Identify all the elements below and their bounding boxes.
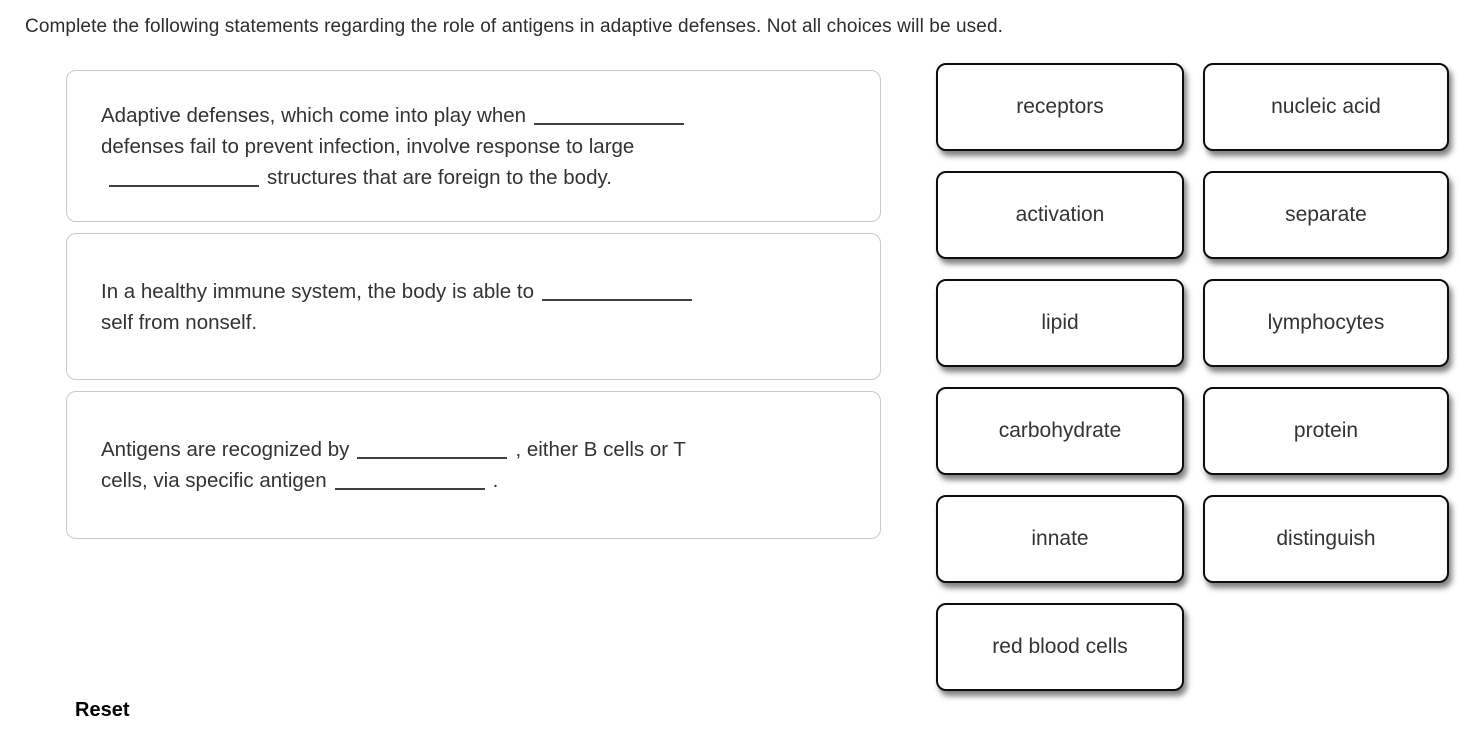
- statement-text: self from nonself.: [101, 310, 258, 334]
- blank-slot-2a[interactable]: [542, 285, 693, 301]
- statement-text: Adaptive defenses, which come into play …: [101, 103, 527, 127]
- statement-line: defenses fail to prevent infection, invo…: [101, 131, 692, 162]
- statement-text: defenses fail to prevent infection, invo…: [101, 134, 635, 158]
- statement-box-1: Adaptive defenses, which come into play …: [66, 70, 881, 222]
- statement-box-2: In a healthy immune system, the body is …: [66, 233, 881, 380]
- statement-text: .: [492, 469, 499, 492]
- choice-tile-separate[interactable]: separate: [1203, 171, 1449, 259]
- choice-tile-activation[interactable]: activation: [936, 171, 1184, 259]
- blank-slot-1a[interactable]: [534, 109, 685, 125]
- choice-tile-receptors[interactable]: receptors: [936, 63, 1184, 151]
- statement-text: In a healthy immune system, the body is …: [101, 279, 535, 303]
- blank-slot-3b[interactable]: [334, 474, 485, 490]
- statement-line: Adaptive defenses, which come into play …: [101, 100, 692, 131]
- choice-tile-lymphocytes[interactable]: lymphocytes: [1203, 279, 1449, 367]
- statement-list: Adaptive defenses, which come into play …: [66, 70, 881, 539]
- choice-tile-protein[interactable]: protein: [1203, 387, 1449, 475]
- statement-line: structures that are foreign to the body.: [101, 162, 692, 193]
- blank-slot-3a[interactable]: [357, 443, 508, 459]
- statement-text: structures that are foreign to the body.: [267, 165, 612, 189]
- reset-button[interactable]: Reset: [75, 699, 130, 721]
- statement-text: , either B cells or T: [515, 438, 686, 461]
- statement-line: Antigens are recognized by , either B cel…: [101, 434, 686, 465]
- choice-tile-carbohydrate[interactable]: carbohydrate: [936, 387, 1184, 475]
- choice-tile-distinguish[interactable]: distinguish: [1203, 495, 1449, 583]
- choice-tile-red-blood-cells[interactable]: red blood cells: [936, 603, 1184, 691]
- statement-text: Antigens are recognized by: [101, 438, 350, 461]
- statement-line: In a healthy immune system, the body is …: [101, 276, 700, 307]
- choice-tile-lipid[interactable]: lipid: [936, 279, 1184, 367]
- statement-text: cells, via specific antigen: [101, 469, 327, 492]
- choice-tile-innate[interactable]: innate: [936, 495, 1184, 583]
- statement-line: self from nonself.: [101, 307, 700, 338]
- choice-bank: receptors nucleic acid activation separa…: [936, 63, 1449, 691]
- statement-line: cells, via specific antigen.: [101, 465, 686, 496]
- instruction-text: Complete the following statements regard…: [25, 16, 1003, 37]
- choice-tile-nucleic-acid[interactable]: nucleic acid: [1203, 63, 1449, 151]
- blank-slot-1b[interactable]: [109, 171, 259, 187]
- statement-box-3: Antigens are recognized by , either B cel…: [66, 391, 881, 539]
